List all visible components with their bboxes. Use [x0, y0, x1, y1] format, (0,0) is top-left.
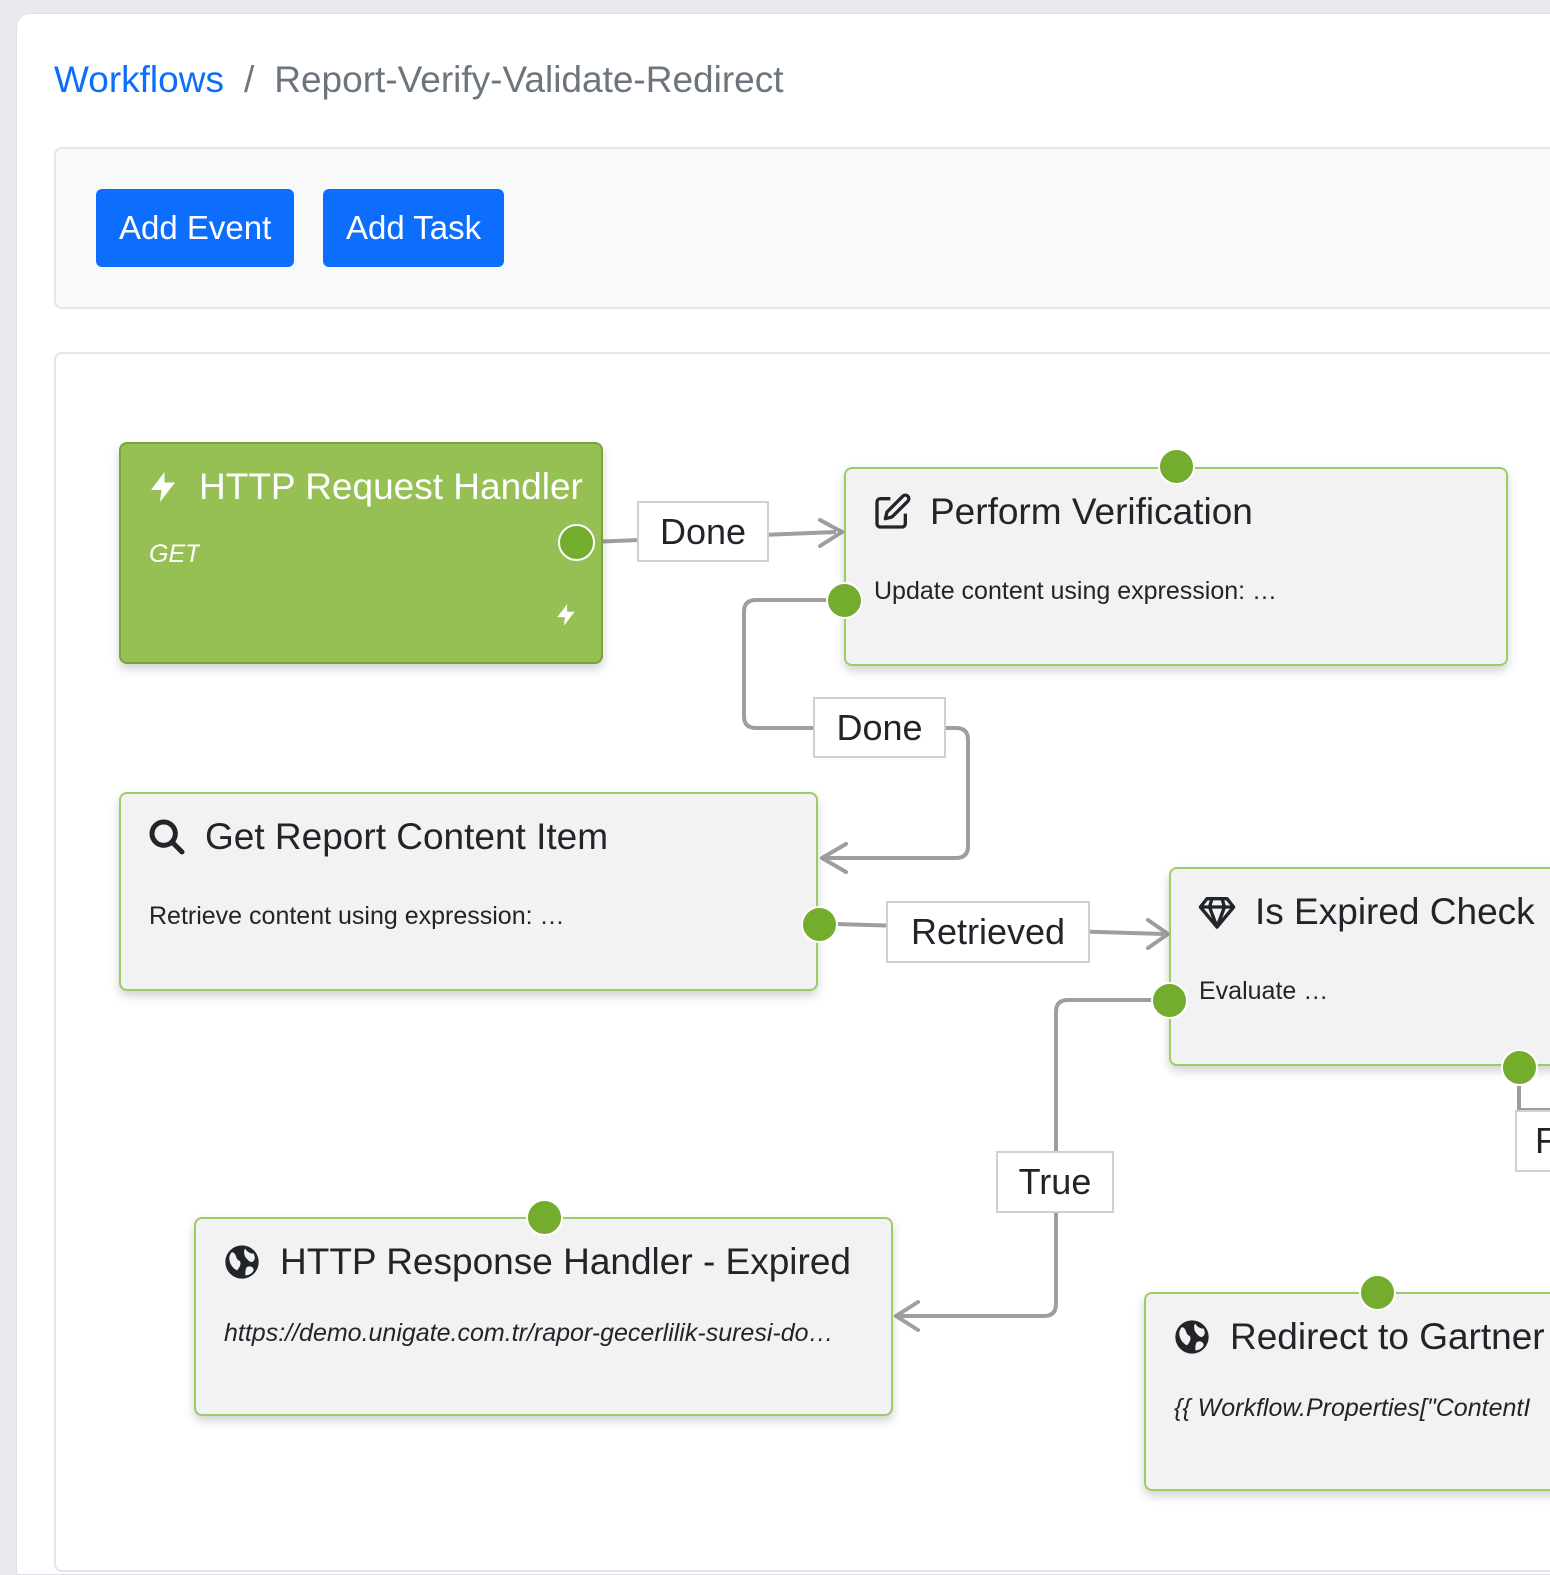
node-http-request-handler[interactable]: HTTP Request Handler GET: [119, 442, 603, 664]
arrowhead-done-1: [818, 518, 844, 548]
edge-label-true[interactable]: True: [996, 1151, 1114, 1213]
node-title-text: Redirect to Gartner: [1230, 1316, 1545, 1357]
edge-label-false[interactable]: F: [1515, 1110, 1550, 1172]
node-get-report-content-item[interactable]: Get Report Content Item Retrieve content…: [119, 792, 818, 991]
edge-false: [1517, 1085, 1550, 1112]
edit-icon: [875, 493, 911, 529]
node-title: HTTP Response Handler - Expired: [222, 1241, 851, 1283]
node-title-text: HTTP Request Handler: [199, 466, 583, 507]
globe-icon: [1175, 1320, 1209, 1354]
node-title-text: Get Report Content Item: [205, 816, 609, 857]
node-title: HTTP Request Handler: [145, 466, 583, 508]
node-desc: {{ Workflow.Properties["ContentI: [1174, 1394, 1531, 1422]
edge-label-done-1[interactable]: Done: [637, 501, 769, 562]
port-is-expired-true[interactable]: [1151, 982, 1188, 1019]
node-desc: https://demo.unigate.com.tr/rapor-gecerl…: [224, 1319, 834, 1347]
node-title-text: HTTP Response Handler - Expired: [280, 1241, 852, 1282]
port-perform-verification-in[interactable]: [1158, 448, 1195, 485]
node-title: Get Report Content Item: [147, 816, 608, 858]
node-desc: Update content using expression: …: [874, 577, 1278, 605]
node-desc: GET: [149, 540, 201, 568]
add-event-button[interactable]: Add Event: [96, 189, 295, 267]
port-response-expired-in[interactable]: [526, 1199, 563, 1236]
add-task-button[interactable]: Add Task: [323, 189, 505, 267]
bolt-icon: [557, 604, 575, 626]
node-title-text: Perform Verification: [930, 491, 1253, 532]
port-is-expired-false[interactable]: [1501, 1049, 1538, 1086]
node-title-text: Is Expired Check: [1255, 891, 1535, 932]
toolbar: Add Event Add Task: [54, 147, 1550, 309]
node-http-response-handler-expired[interactable]: HTTP Response Handler - Expired https://…: [194, 1217, 893, 1416]
node-title: Redirect to Gartner: [1172, 1316, 1545, 1358]
breadcrumb-separator: /: [243, 59, 255, 100]
arrowhead-done-2: [820, 842, 848, 874]
bolt-icon: [151, 472, 175, 502]
node-title: Is Expired Check: [1197, 891, 1535, 933]
node-perform-verification[interactable]: Perform Verification Update content usin…: [844, 467, 1508, 666]
node-desc: Evaluate …: [1199, 977, 1329, 1005]
node-desc: Retrieve content using expression: …: [149, 902, 565, 930]
port-perform-verification-out[interactable]: [826, 582, 863, 619]
globe-icon: [225, 1245, 259, 1279]
node-redirect-to-gartner[interactable]: Redirect to Gartner {{ Workflow.Properti…: [1144, 1292, 1550, 1491]
node-is-expired-check[interactable]: Is Expired Check Evaluate …: [1169, 867, 1550, 1066]
edge-label-done-2[interactable]: Done: [813, 697, 946, 758]
search-icon: [149, 819, 185, 855]
breadcrumb-current: Report-Verify-Validate-Redirect: [274, 59, 784, 100]
arrowhead-retrieved: [1146, 918, 1170, 950]
breadcrumb-workflows-link[interactable]: Workflows: [54, 59, 224, 100]
node-title: Perform Verification: [872, 491, 1253, 533]
port-http-request-out[interactable]: [558, 524, 595, 561]
port-redirect-gartner-in[interactable]: [1359, 1274, 1396, 1311]
arrowhead-true: [894, 1300, 920, 1332]
breadcrumb: Workflows / Report-Verify-Validate-Redir…: [54, 56, 784, 104]
edge-label-retrieved[interactable]: Retrieved: [886, 901, 1090, 963]
port-get-report-out[interactable]: [801, 906, 838, 943]
gem-icon: [1198, 897, 1236, 929]
